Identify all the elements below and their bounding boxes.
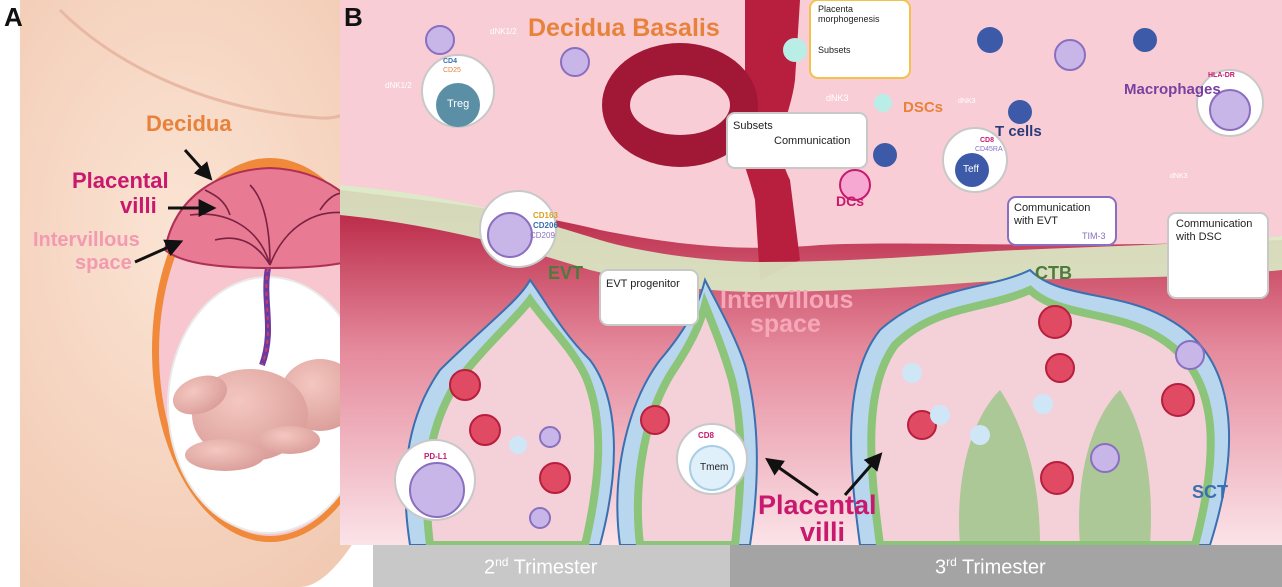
label-decidua: Decidua (146, 111, 232, 136)
label-communication-mid: Communication (774, 135, 851, 147)
label-dnk3-b: dNK3 (958, 98, 976, 105)
label-dcs: DCs (836, 193, 865, 209)
box-evt-progenitor (599, 269, 699, 326)
label-hla-dr: HLA-DR (1208, 72, 1235, 79)
red-blood-cells (449, 305, 1195, 495)
label-2nd-trimester: 2nd Trimester (484, 555, 598, 579)
box-placenta-morphogenesis (809, 0, 911, 79)
box-comm-dsc (1167, 212, 1269, 299)
label-comm-dsc-1: Communication (1176, 218, 1253, 230)
arrow-intervillous (134, 239, 184, 264)
callout-hla-dr (1196, 69, 1264, 137)
label-intervillous-a-2: space (75, 252, 132, 274)
label-cd45ra: CD45RA (975, 146, 1003, 153)
label-evt-progenitor: EVT progenitor (606, 278, 680, 290)
immune-cells (425, 25, 1205, 529)
label-evt: EVT (548, 263, 584, 283)
callout-treg (421, 54, 495, 128)
panel-a (20, 0, 416, 587)
label-comm-evt-2: with EVT (1014, 215, 1059, 227)
label-placental-villi-b-2: villi (800, 517, 846, 547)
label-placental-villi-b-1: Placental (758, 490, 877, 520)
label-dnk12-b: dNK1/2 (385, 81, 412, 90)
label-placental-villi-a-1: Placental (72, 168, 169, 193)
fetus (172, 359, 360, 471)
callout-pd-l1 (394, 439, 476, 521)
arrow-villi-right (843, 452, 883, 496)
box-subsets-communication (726, 112, 868, 169)
panel-b (340, 0, 1282, 587)
callout-tmem (676, 423, 748, 495)
label-macrophages: Macrophages (1124, 81, 1221, 98)
label-3rd-trimester: 3rd Trimester (935, 555, 1046, 579)
box-comm-evt (1007, 196, 1117, 246)
callout-teff (942, 127, 1008, 193)
label-placental-villi-a-2: villi (120, 193, 157, 218)
panel-b-letter: B (344, 2, 363, 32)
label-cd163: CD163 (533, 211, 558, 220)
label-dscs: DSCs (903, 99, 944, 116)
label-t-cells: T cells (995, 123, 1042, 140)
label-cd4: CD4 (443, 58, 458, 65)
label-comm-evt-1: Communication (1014, 202, 1091, 214)
label-tmem: Tmem (700, 462, 729, 473)
label-comm-dsc-2: with DSC (1176, 231, 1222, 243)
trimester-bar-2nd (373, 545, 730, 587)
label-dnk12-a: dNK1/2 (490, 27, 517, 36)
arrow-decidua (183, 149, 213, 181)
label-subsets-top: Subsets (818, 45, 851, 55)
label-cd25: CD25 (443, 67, 461, 74)
label-teff: Teff (963, 164, 979, 175)
label-cd8-top: CD8 (980, 137, 995, 144)
trimester-bar-3rd (730, 545, 1282, 587)
label-dnk3-c: dNK3 (1170, 173, 1188, 180)
label-cd206: CD206 (533, 221, 558, 230)
label-pd-l1: PD-L1 (424, 452, 448, 461)
label-decidua-basalis: Decidua Basalis (528, 14, 720, 42)
label-tim3: TIM-3 (1082, 231, 1106, 241)
label-intervillous-b-2: space (750, 310, 821, 338)
label-dnk3-a: dNK3 (826, 93, 849, 103)
label-placenta-morph-2: morphogenesis (818, 14, 880, 24)
label-intervillous-b-1: Intervillous (720, 286, 854, 314)
arrow-villi-left (765, 457, 819, 497)
label-cd8-bottom: CD8 (698, 431, 715, 440)
label-placenta-morph-1: Placenta (818, 4, 854, 14)
callout-macrophage-markers (479, 190, 557, 268)
label-cd209: CD209 (530, 231, 555, 240)
label-subsets-mid: Subsets (733, 120, 773, 132)
panel-a-letter: A (4, 2, 23, 32)
evt-layer (340, 185, 1282, 292)
label-treg: Treg (447, 98, 470, 110)
label-ctb: CTB (1035, 263, 1072, 283)
label-sct: SCT (1192, 482, 1228, 502)
label-intervillous-a-1: Intervillous (33, 229, 140, 251)
